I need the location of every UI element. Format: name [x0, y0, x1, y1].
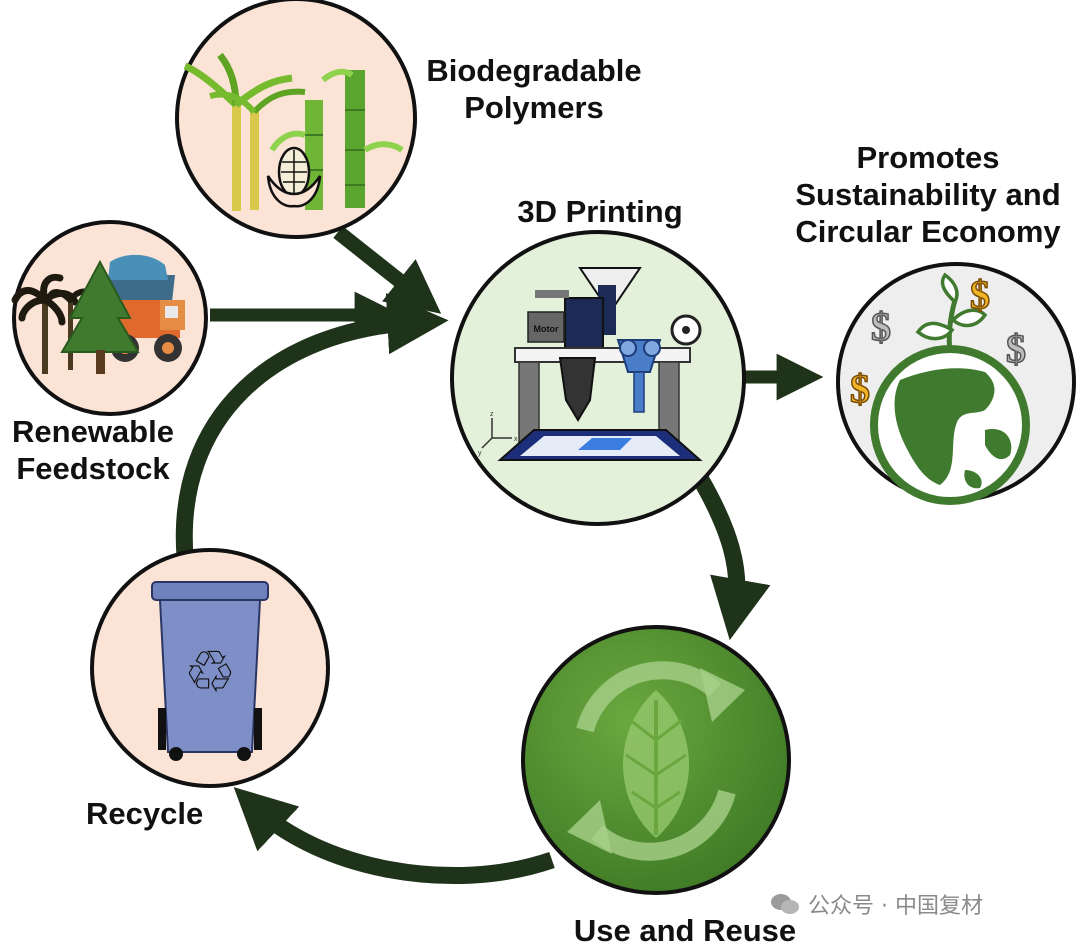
- renewable-feedstock-label: Renewable Feedstock: [0, 413, 186, 487]
- sustainability-label-line2: Sustainability and: [795, 177, 1061, 212]
- recycle-label: Recycle: [86, 796, 204, 831]
- biodegradable-label-line1: Biodegradable: [426, 53, 642, 88]
- recycle-symbol-icon: ♲: [184, 638, 236, 706]
- corn-cob-icon: [266, 146, 322, 208]
- biodegradable-polymers-node: [175, 0, 417, 239]
- axis-x-label: x: [514, 436, 518, 443]
- motor-label: Motor: [534, 324, 559, 334]
- globe-icon: [870, 345, 1030, 505]
- biodegradable-polymers-label: Biodegradable Polymers: [414, 52, 654, 126]
- renewable-feedstock-node: [11, 220, 208, 416]
- use-and-reuse-label: Use and Reuse: [573, 913, 797, 948]
- arrow-recycle-to-printing: [175, 293, 449, 557]
- use-and-reuse-node: [521, 625, 791, 895]
- circular-arrows-icon: [567, 661, 745, 861]
- sustainability-label: Promotes Sustainability and Circular Eco…: [778, 139, 1078, 250]
- dollar-icon-2: $: [970, 272, 990, 317]
- leaf-icon: [623, 690, 689, 838]
- 3d-printing-label: 3D Printing: [517, 194, 683, 229]
- pine-tree-icon: [60, 259, 140, 374]
- biodegradable-label-line2: Polymers: [464, 90, 604, 125]
- dollar-icon-3: $: [1006, 326, 1026, 371]
- arrow-biodegradable-to-printing: [333, 226, 442, 314]
- 3d-printer-icon: Motor z x y: [478, 267, 703, 461]
- renewable-label-line1: Renewable: [12, 414, 174, 449]
- wechat-icon: [771, 894, 799, 914]
- axis-y-label: y: [478, 450, 482, 457]
- dollar-icon-4: $: [850, 366, 870, 411]
- watermark: 公众号 · 中国复材: [770, 888, 983, 920]
- 3d-printing-node: Motor z x y: [450, 230, 746, 526]
- watermark-text: 公众号 · 中国复材: [808, 894, 983, 919]
- renewable-label-line2: Feedstock: [16, 451, 170, 486]
- recycle-bin-icon: ♲: [151, 581, 269, 761]
- dollar-icon-1: $: [871, 304, 891, 349]
- axis-indicator-icon: z x y: [478, 411, 518, 457]
- sustainability-node: $ $ $ $: [836, 262, 1076, 505]
- sustainability-label-line3: Circular Economy: [795, 214, 1061, 249]
- arrow-printing-to-reuse: [692, 473, 771, 641]
- sustainability-label-line1: Promotes: [856, 140, 1000, 175]
- axis-z-label: z: [490, 411, 494, 418]
- dollar-signs-icon: $ $ $ $: [849, 271, 1027, 412]
- sprout-icon: [915, 272, 988, 353]
- arrow-reuse-to-recycle: [233, 787, 555, 885]
- recycle-node: ♲: [90, 548, 330, 788]
- sugarcane-plants-icon: [183, 52, 404, 211]
